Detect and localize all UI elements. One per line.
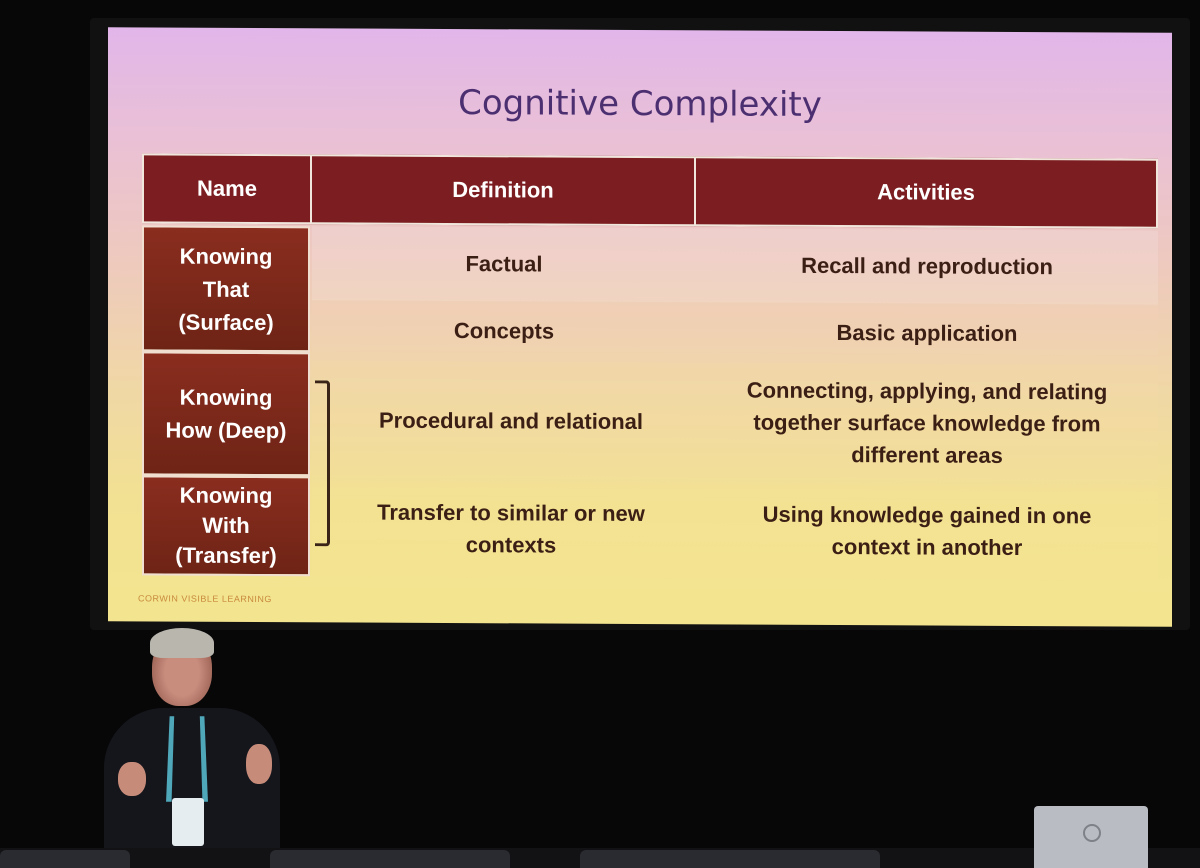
grouping-bracket [315, 380, 330, 547]
audience-chair [580, 850, 880, 868]
name-knowing-how: Knowing How (Deep) [142, 351, 310, 477]
header-definition: Definition [310, 154, 696, 227]
definition-concepts: Concepts [453, 318, 555, 344]
definition-factual: Factual [465, 251, 543, 277]
activities-connecting: Connecting, applying, and relating toget… [746, 377, 1108, 468]
slide-footer-logo: CORWIN VISIBLE LEARNING [138, 593, 272, 605]
name-knowing-that: Knowing That (Surface) [142, 225, 310, 353]
slide-title: Cognitive Complexity [458, 83, 822, 125]
activities-recall: Recall and reproduction [801, 252, 1053, 280]
speaker-badge [172, 798, 204, 846]
cognitive-complexity-table: Name Definition Activities Knowing That … [142, 153, 1158, 581]
definition-transfer: Transfer to similar or new contexts [377, 499, 645, 558]
activities-basic-application: Basic application [836, 320, 1018, 347]
activities-using-knowledge: Using knowledge gained in one context in… [762, 501, 1092, 561]
laptop-logo-icon [1083, 824, 1101, 842]
audience-chair [270, 850, 510, 868]
header-name: Name [142, 153, 312, 225]
definition-procedural: Procedural and relational [378, 407, 644, 435]
speaker-right-hand [246, 744, 272, 784]
speaker-left-hand [118, 762, 146, 796]
header-activities: Activities [694, 156, 1158, 229]
audience-chair [0, 850, 130, 868]
presentation-slide: Cognitive Complexity Name Definition Act… [108, 27, 1172, 627]
speaker-lanyard [166, 716, 208, 802]
name-knowing-with: Knowing With (Transfer) [142, 475, 310, 577]
speaker-hair [150, 628, 214, 658]
